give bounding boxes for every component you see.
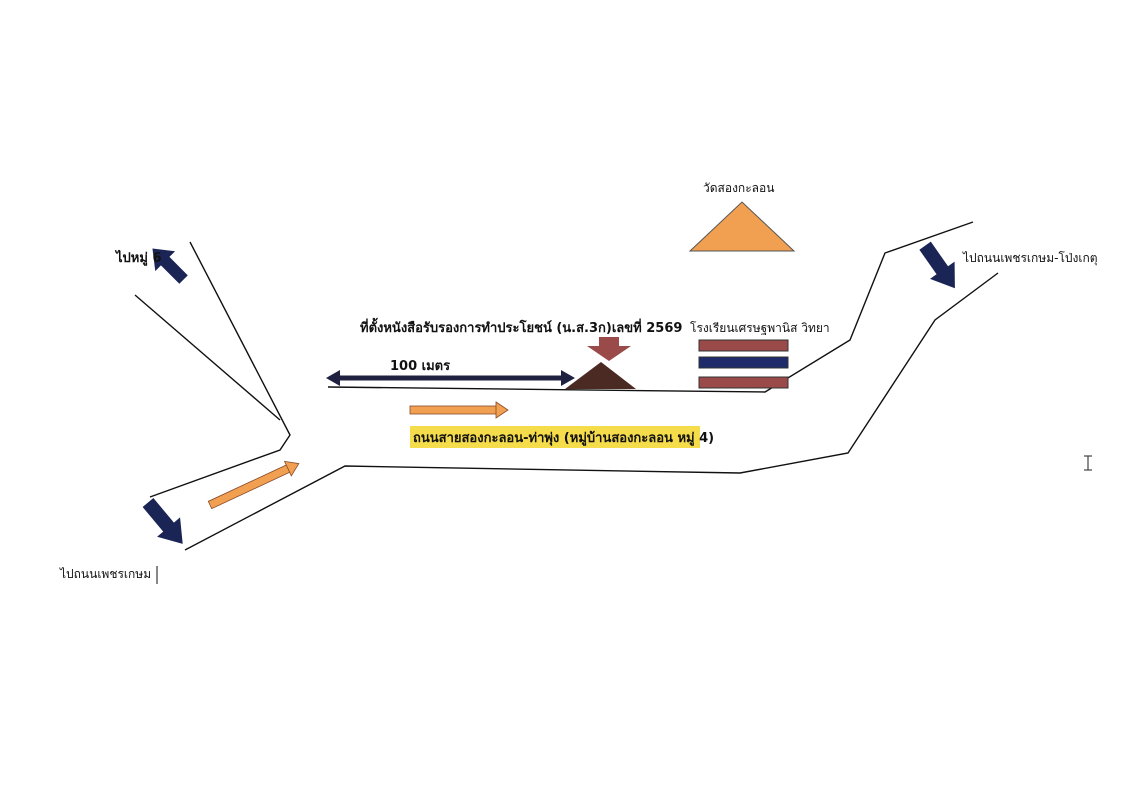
road-outlines — [134, 221, 999, 551]
label-property: ที่ตั้งหนังสือรับรองการทำประโยชน์ (น.ส.3… — [360, 317, 682, 336]
temple-icon — [688, 201, 796, 252]
label-school: โรงเรียนเศรษฐพานิส วิทยา — [690, 321, 830, 335]
text-cursor-icon — [1084, 455, 1092, 471]
distance-arrow-icon — [326, 370, 575, 386]
pointer-down-arrow-icon — [587, 337, 631, 361]
label-to-village-6: ไปหมู่ 6 — [114, 249, 162, 266]
label-road: ถนนสายสองกะลอน-ท่าพุ่ง (หมู่บ้านสองกะลอน… — [413, 430, 714, 446]
orange-arrow-main-icon — [409, 401, 509, 419]
arrow-to-phetkasem-icon — [142, 498, 183, 544]
arrow-to-phetkasem-pong-ket-icon — [919, 241, 955, 289]
property-marker-icon — [565, 362, 636, 389]
orange-arrow-left-icon — [207, 460, 300, 510]
label-to-phetkasem: ไปถนนเพชรเกษม — [59, 567, 151, 581]
road-edge-upper-left — [149, 241, 291, 498]
label-to-phetkasem-pong-ket: ไปถนนเพชรเกษม-โป่งเกตุ — [962, 251, 1098, 266]
road-edge-main-bottom — [184, 272, 999, 551]
label-temple: วัดสองกะลอน — [703, 181, 774, 195]
arrow-to-village-6-icon — [152, 248, 188, 284]
road-label-highlight — [410, 426, 700, 448]
road-edge-lower-left — [134, 294, 281, 421]
label-distance: 100 เมตร — [390, 359, 450, 374]
school-flag-icon — [698, 339, 789, 389]
road-edge-main-top — [327, 221, 974, 393]
